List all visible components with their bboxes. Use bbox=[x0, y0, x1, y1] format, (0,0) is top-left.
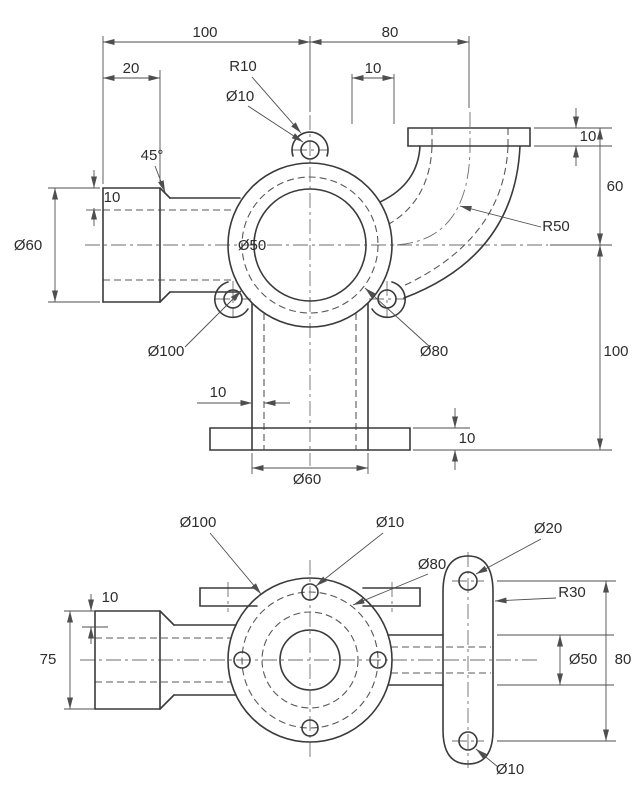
front-view-dimensions bbox=[48, 36, 612, 474]
plate-hole-top bbox=[458, 571, 478, 591]
front-view: 100 80 20 R10 Ø10 10 45° 10 Ø60 Ø50 R50 … bbox=[14, 24, 629, 488]
dim-label-45deg: 45° bbox=[141, 147, 164, 164]
front-view-centerlines bbox=[85, 112, 548, 466]
dim-label-dia80-boltcircle: Ø80 bbox=[420, 343, 448, 360]
left-lug bbox=[214, 281, 249, 319]
flange-outer-circle-top-view bbox=[227, 577, 393, 743]
bolt-circle bbox=[241, 176, 379, 314]
flange-outer-circle bbox=[227, 162, 393, 328]
bolt-hole-left bbox=[233, 651, 251, 669]
top-lug bbox=[291, 131, 329, 157]
dim-label-r10: R10 bbox=[229, 58, 257, 75]
dim-label-r30: R30 bbox=[558, 584, 586, 601]
right-lug bbox=[371, 281, 406, 319]
dim-label-10-outlet-flange: 10 bbox=[580, 128, 597, 145]
dim-label-dia50-bore: Ø50 bbox=[238, 237, 266, 254]
dim-label-dia60-base: Ø60 bbox=[293, 471, 321, 488]
plate-hole-bottom bbox=[458, 731, 478, 751]
dim-label-10-pipe-wall: 10 bbox=[210, 384, 227, 401]
dim-label-10-base: 10 bbox=[459, 430, 476, 447]
dim-label-dia20-plate-hole: Ø20 bbox=[534, 520, 562, 537]
right-lug-projection bbox=[362, 587, 421, 607]
dim-label-10-wall-left: 10 bbox=[104, 189, 121, 206]
dim-label-20: 20 bbox=[123, 60, 140, 77]
dim-label-100-right: 100 bbox=[603, 343, 628, 360]
dim-label-10-wall-tv: 10 bbox=[102, 589, 119, 606]
left-lug-hole bbox=[223, 289, 243, 309]
dim-label-dia10-lug: Ø10 bbox=[226, 88, 254, 105]
dim-label-dia50-pipe: Ø50 bbox=[569, 651, 597, 668]
center-bore-circle bbox=[279, 629, 341, 691]
outlet-flange-plate bbox=[442, 555, 494, 765]
dim-label-dia10-plate-hole: Ø10 bbox=[496, 761, 524, 778]
left-lug-projection bbox=[199, 587, 258, 607]
elbow-outer-arc bbox=[403, 145, 521, 299]
top-view-centerlines bbox=[80, 552, 540, 768]
dim-label-60-right: 60 bbox=[607, 178, 624, 195]
dim-label-75: 75 bbox=[40, 651, 57, 668]
front-view-labels: 100 80 20 R10 Ø10 10 45° 10 Ø60 Ø50 R50 … bbox=[14, 24, 629, 488]
front-view-hidden-lines bbox=[103, 128, 509, 450]
bolt-hole-bottom bbox=[301, 719, 319, 737]
top-lug-hole bbox=[300, 140, 320, 160]
bolt-circle-top-view bbox=[241, 591, 379, 729]
dim-label-100-top: 100 bbox=[192, 24, 217, 41]
dim-label-80-plate: 80 bbox=[615, 651, 632, 668]
dim-label-dia80-boltcircle-tv: Ø80 bbox=[418, 556, 446, 573]
bore-circle bbox=[253, 188, 367, 302]
dim-label-dia10-bolt-hole: Ø10 bbox=[376, 514, 404, 531]
dim-label-10-offset: 10 bbox=[365, 60, 382, 77]
dim-label-80-top: 80 bbox=[382, 24, 399, 41]
dim-label-dia60-inlet: Ø60 bbox=[14, 237, 42, 254]
chamfer-line bbox=[159, 187, 171, 199]
bolt-hole-top bbox=[301, 583, 319, 601]
front-view-outline bbox=[102, 127, 531, 451]
dim-label-dia100-flange-tv: Ø100 bbox=[180, 514, 217, 531]
top-view-labels: Ø100 Ø10 Ø80 Ø20 R30 10 75 Ø50 80 Ø10 bbox=[40, 514, 632, 778]
top-view-outline bbox=[94, 555, 494, 765]
dim-label-dia100-flange: Ø100 bbox=[148, 343, 185, 360]
dim-label-r50: R50 bbox=[542, 218, 570, 235]
elbow-inner-arc bbox=[379, 145, 421, 203]
top-view-dimensions bbox=[64, 532, 616, 768]
inner-hidden-circle bbox=[261, 611, 359, 709]
top-view: Ø100 Ø10 Ø80 Ø20 R30 10 75 Ø50 80 Ø10 bbox=[40, 514, 632, 778]
bolt-hole-right bbox=[369, 651, 387, 669]
top-view-hidden-lines bbox=[95, 591, 491, 729]
